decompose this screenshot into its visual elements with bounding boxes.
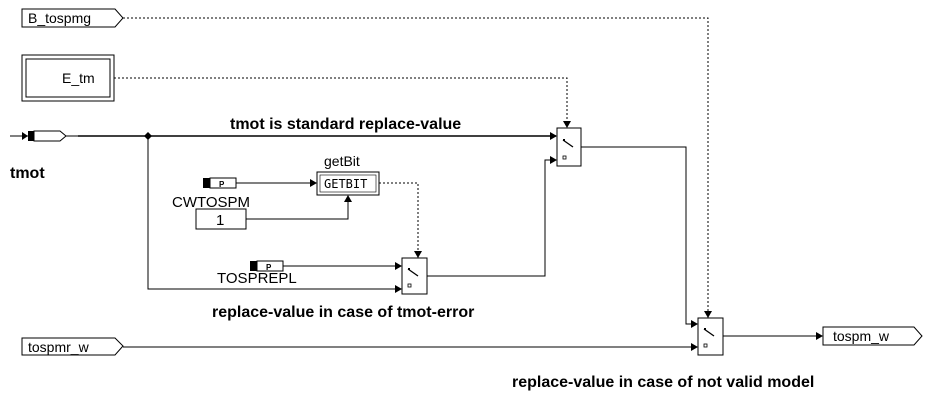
arrowhead-tmot-switch2 [395,285,402,293]
wire-switch2-out [427,159,556,277]
arrowhead-tosprepl [395,262,402,270]
arrowhead-cwtospm [310,179,317,187]
arrowhead-getbit-out [414,251,422,258]
input-port-tospmr-w-label: tospmr_w [28,339,90,355]
input-port-b-tospmg[interactable]: B_tospmg [21,8,124,28]
input-port-tmot-label: tmot [10,165,45,182]
switch-not-valid-model[interactable] [697,317,724,356]
wire-e-tm [114,77,568,128]
wire-getbit-out [379,182,419,258]
output-port-tospm-w[interactable]: tospm_w [822,326,923,346]
input-port-e-tm-label: E_tm [62,70,95,86]
annotation-standard: tmot is standard replace-value [230,116,461,133]
annotation-not-valid: replace-value in case of not valid model [512,374,814,391]
getbit-title: getBit [324,153,360,169]
switch-standard[interactable] [556,127,582,167]
arrowhead-e-tm [563,121,571,128]
input-port-tospmr-w[interactable]: tospmr_w [21,337,124,356]
wire-constant-one [246,196,349,220]
annotation-tmot-error: replace-value in case of tmot-error [212,304,474,321]
output-port-tospm-w-label: tospm_w [833,328,890,344]
input-port-e-tm[interactable]: E_tm [21,54,115,102]
constant-one-value: 1 [216,212,224,229]
param-tosprepl-label: TOSPREPL [217,270,297,287]
getbit-block[interactable]: GETBIT [316,171,380,196]
wire-switch1-out [581,146,697,325]
arrowhead-tmot-switch1 [550,132,557,140]
constant-one-block[interactable]: 1 [195,208,247,230]
param-cwtospm-marker: P [219,180,225,189]
arrowhead-switch2-out [550,156,557,164]
wire-b-tospmg [123,17,709,318]
switch-tmot-error[interactable] [401,257,428,295]
arrowhead-switch1-out [691,320,698,328]
wire-tmot-branch [147,136,401,290]
arrowhead-b-tospmg [704,311,712,318]
arrowhead-switch3-out [816,332,823,340]
param-cwtospm-label: CWTOSPM [172,194,250,211]
arrowhead-constant-one [344,195,352,202]
input-port-b-tospmg-label: B_tospmg [28,10,91,26]
input-port-tmot[interactable] [10,130,78,142]
param-cwtospm[interactable]: P [203,177,237,189]
arrowhead-tospmr-w [691,343,698,351]
param-tosprepl-marker: P [266,263,272,272]
getbit-label: GETBIT [324,177,367,191]
